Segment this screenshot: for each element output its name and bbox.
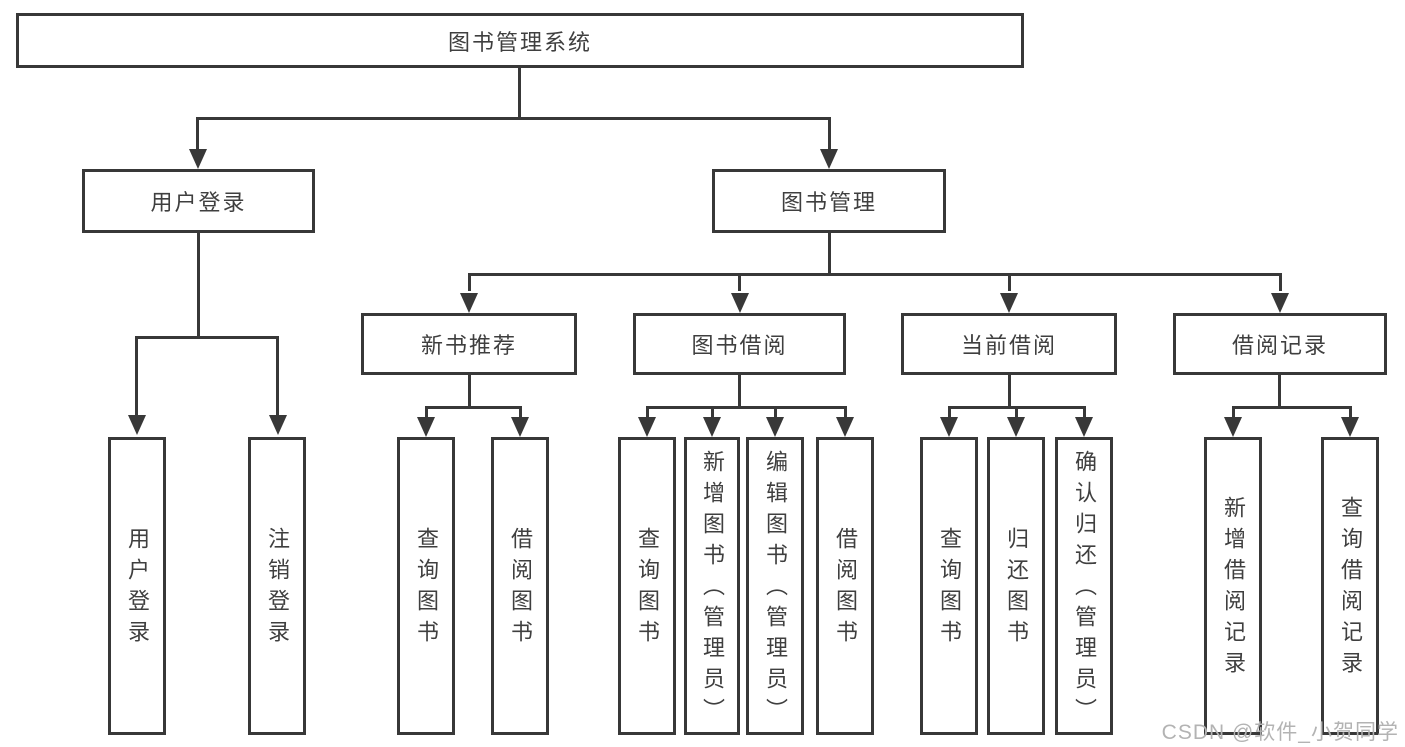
leaf-log-add-record: 新增借阅记录 [1204, 437, 1262, 735]
leaf-cur-query-book-label: 查询图书 [937, 527, 962, 651]
leaf-bor-query-book: 查询图书 [618, 437, 676, 735]
connector-to-bor-add-book [711, 406, 714, 419]
connector-to-current-borrow [1008, 273, 1011, 291]
node-new-book-recommend-label: 新书推荐 [420, 333, 517, 358]
connector-new-book-recommend-split [425, 406, 522, 409]
leaf-bor-query-book-label: 查询图书 [635, 527, 660, 651]
connector-to-cur-query-book [948, 406, 951, 419]
leaf-rec-borrow-book: 借阅图书 [491, 437, 549, 735]
leaf-logout-label: 注销登录 [265, 527, 290, 651]
arrow-to-log-query-record [1341, 417, 1359, 437]
arrow-to-borrow-record [1271, 293, 1289, 313]
leaf-log-add-record-label: 新增借阅记录 [1221, 496, 1246, 682]
connector-book-borrow-stem [738, 375, 741, 409]
arrow-to-bor-borrow-book [836, 417, 854, 437]
node-current-borrow: 当前借阅 [901, 313, 1117, 375]
connector-to-log-query-record [1349, 406, 1352, 419]
node-book-management-label: 图书管理 [780, 190, 877, 215]
connector-to-rec-borrow-book [519, 406, 522, 419]
connector-to-borrow-record [1279, 273, 1282, 291]
connector-to-bor-edit-book [774, 406, 777, 419]
leaf-cur-confirm-return: 确认归还（管理员） [1055, 437, 1113, 735]
connector-to-user-login [196, 117, 199, 153]
arrow-to-rec-query-book [417, 417, 435, 437]
connector-user-login-split [135, 336, 278, 339]
connector-new-book-recommend-stem [468, 375, 471, 409]
leaf-logout: 注销登录 [248, 437, 306, 735]
leaf-bor-add-book-label: 新增图书（管理员） [700, 449, 725, 729]
leaf-user-login: 用户登录 [108, 437, 166, 735]
connector-to-book-management [828, 117, 831, 153]
leaf-user-login-label: 用户登录 [125, 527, 150, 651]
node-borrow-record-label: 借阅记录 [1231, 333, 1328, 358]
node-borrow-record: 借阅记录 [1173, 313, 1387, 375]
leaf-bor-add-book: 新增图书（管理员） [684, 437, 740, 735]
leaf-bor-borrow-book-label: 借阅图书 [833, 527, 858, 651]
csdn-watermark: CSDN @软件_小贺同学 [1161, 721, 1399, 744]
connector-to-bor-borrow-book [844, 406, 847, 419]
arrow-to-book-borrow [731, 293, 749, 313]
arrow-to-current-borrow [1000, 293, 1018, 313]
arrow-to-cur-query-book [940, 417, 958, 437]
connector-user-login-stem [197, 233, 200, 339]
connector-to-new-book-recommend [468, 273, 471, 291]
arrow-to-new-book-recommend [460, 293, 478, 313]
arrow-to-book-management [820, 149, 838, 169]
arrow-to-bor-query-book [638, 417, 656, 437]
node-new-book-recommend: 新书推荐 [361, 313, 577, 375]
connector-book-borrow-split [646, 406, 847, 409]
connector-to-leaf-logout [276, 336, 279, 418]
leaf-bor-edit-book-label: 编辑图书（管理员） [763, 449, 788, 729]
connector-to-book-borrow [738, 273, 741, 291]
connector-to-cur-confirm-return [1083, 406, 1086, 419]
node-user-login: 用户登录 [82, 169, 315, 233]
connector-root-split [197, 117, 831, 120]
arrow-to-user-login [189, 149, 207, 169]
connector-borrow-record-split [1232, 406, 1352, 409]
connector-to-bor-query-book [646, 406, 649, 419]
connector-borrow-record-stem [1278, 375, 1281, 409]
arrow-to-cur-return-book [1007, 417, 1025, 437]
connector-current-borrow-stem [1008, 375, 1011, 409]
connector-to-log-add-record [1232, 406, 1235, 419]
connector-root-stem [518, 68, 521, 120]
leaf-rec-query-book-label: 查询图书 [414, 527, 439, 651]
arrow-to-cur-confirm-return [1075, 417, 1093, 437]
node-user-login-label: 用户登录 [150, 190, 247, 215]
arrow-to-log-add-record [1224, 417, 1242, 437]
connector-book-management-stem [828, 233, 831, 276]
node-current-borrow-label: 当前借阅 [960, 333, 1057, 358]
arrow-to-bor-add-book [703, 417, 721, 437]
node-book-management: 图书管理 [712, 169, 946, 233]
node-root: 图书管理系统 [16, 13, 1024, 68]
leaf-cur-query-book: 查询图书 [920, 437, 978, 735]
arrow-to-leaf-logout [269, 415, 287, 435]
node-book-borrow-label: 图书借阅 [691, 333, 788, 358]
connector-to-rec-query-book [425, 406, 428, 419]
leaf-log-query-record-label: 查询借阅记录 [1338, 496, 1363, 682]
leaf-cur-return-book: 归还图书 [987, 437, 1045, 735]
arrow-to-leaf-user-login [128, 415, 146, 435]
leaf-cur-return-book-label: 归还图书 [1004, 527, 1029, 651]
leaf-bor-edit-book: 编辑图书（管理员） [746, 437, 804, 735]
leaf-cur-confirm-return-label: 确认归还（管理员） [1072, 449, 1097, 729]
leaf-rec-query-book: 查询图书 [397, 437, 455, 735]
connector-to-leaf-user-login [135, 336, 138, 418]
arrow-to-rec-borrow-book [511, 417, 529, 437]
connector-to-cur-return-book [1015, 406, 1018, 419]
connector-book-management-split [468, 273, 1281, 276]
arrow-to-bor-edit-book [766, 417, 784, 437]
node-book-borrow: 图书借阅 [633, 313, 846, 375]
leaf-log-query-record: 查询借阅记录 [1321, 437, 1379, 735]
node-root-label: 图书管理系统 [447, 29, 592, 55]
leaf-bor-borrow-book: 借阅图书 [816, 437, 874, 735]
leaf-rec-borrow-book-label: 借阅图书 [508, 527, 533, 651]
